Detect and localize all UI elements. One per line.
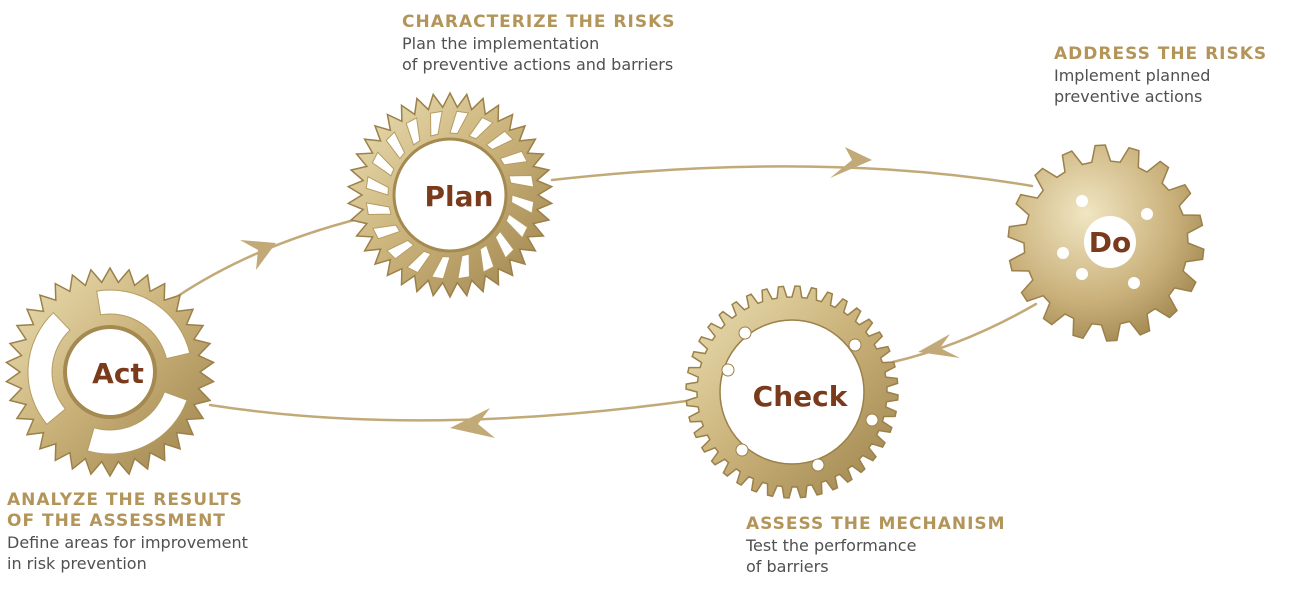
- check-gear-holes: [721, 326, 879, 472]
- act-step-title-line: OF THE ASSESSMENT: [7, 511, 226, 531]
- plan-step-text: CHARACTERIZE THE RISKS Plan the implemen…: [402, 12, 676, 75]
- plan-gear-blade: [499, 150, 528, 166]
- arrowhead-check-to-act: [450, 408, 495, 438]
- arrow-act-to-plan: [176, 216, 364, 298]
- do-gear-hole: [1057, 247, 1069, 259]
- plan-gear-blade: [508, 175, 535, 188]
- arrowhead-plan-to-do: [830, 147, 872, 178]
- plan-gear-blade: [365, 175, 389, 196]
- plan-gear-blade: [479, 244, 495, 273]
- check-gear-hole: [735, 443, 749, 457]
- act-gear-windows: [27, 289, 191, 455]
- do-gear-hole: [1076, 195, 1088, 207]
- plan-step-desc-line: of preventive actions and barriers: [402, 55, 674, 74]
- plan-step-title: CHARACTERIZE THE RISKS: [402, 12, 676, 32]
- plan-gear-blade: [449, 110, 470, 134]
- check-gear-hole: [721, 363, 735, 377]
- check-gear-hole: [738, 326, 752, 340]
- check-step-desc-line: Test the performance: [746, 536, 917, 555]
- arrowheads: [240, 147, 960, 438]
- plan-gear-blade: [468, 116, 494, 140]
- arrow-plan-to-do: [550, 165, 1034, 188]
- plan-gear-blade: [365, 202, 392, 215]
- plan-gear-blade: [371, 151, 395, 177]
- plan-gear-blade: [385, 131, 406, 160]
- act-gear-hub: [63, 325, 157, 419]
- check-step-text: ASSESS THE MECHANISM Test the performanc…: [746, 514, 1006, 577]
- plan-gear-blade: [372, 224, 401, 240]
- plan-gear-blade: [405, 117, 421, 146]
- check-gear: Check: [685, 285, 899, 499]
- act-step-title-line: ANALYZE THE RESULTS: [7, 490, 243, 510]
- do-step-desc-line: Implement planned: [1054, 66, 1211, 85]
- plan-gear-blade: [386, 239, 415, 260]
- act-gear: Act: [4, 266, 216, 478]
- act-gear-label: Act: [92, 357, 144, 390]
- plan-gear-blade: [406, 250, 432, 274]
- do-step-desc-line: preventive actions: [1054, 87, 1203, 106]
- plan-gear-blade: [511, 194, 535, 215]
- plan-gear-blade: [430, 110, 443, 137]
- check-step-title: ASSESS THE MECHANISM: [746, 514, 1006, 534]
- cycle-arrows: [176, 165, 1038, 422]
- act-step-desc-line: in risk prevention: [7, 554, 147, 573]
- plan-gear-blade: [430, 256, 451, 280]
- plan-gear-blades: [365, 110, 535, 280]
- check-gear-hole: [865, 413, 879, 427]
- plan-gear-label: Plan: [425, 180, 494, 213]
- do-gear-label: Do: [1089, 226, 1131, 259]
- do-gear: Do: [1007, 144, 1205, 342]
- plan-gear-hub: [392, 137, 508, 253]
- plan-gear-blade: [505, 213, 529, 239]
- plan-gear: Plan: [346, 91, 554, 299]
- arrow-do-to-check: [891, 302, 1038, 364]
- check-gear-label: Check: [753, 380, 849, 413]
- act-step-text: ANALYZE THE RESULTS OF THE ASSESSMENT De…: [7, 490, 248, 574]
- check-gear-hole: [848, 338, 862, 352]
- arrow-check-to-act: [208, 398, 696, 422]
- check-step-desc-line: of barriers: [746, 557, 829, 576]
- arrowhead-act-to-plan: [240, 240, 276, 270]
- do-gear-hub: [1084, 216, 1136, 268]
- plan-gear-blade: [494, 230, 515, 259]
- arrowhead-do-to-check: [918, 334, 960, 358]
- act-step-desc-line: Define areas for improvement: [7, 533, 248, 552]
- do-gear-hole: [1141, 208, 1153, 220]
- plan-step-desc-line: Plan the implementation: [402, 34, 600, 53]
- do-gear-hole: [1128, 277, 1140, 289]
- do-step-text: ADDRESS THE RISKS Implement planned prev…: [1054, 44, 1267, 107]
- check-gear-hole: [811, 458, 825, 472]
- do-step-title: ADDRESS THE RISKS: [1054, 44, 1268, 64]
- plan-gear-blade: [457, 253, 470, 280]
- plan-gear-blade: [485, 130, 514, 151]
- do-gear-hole: [1076, 268, 1088, 280]
